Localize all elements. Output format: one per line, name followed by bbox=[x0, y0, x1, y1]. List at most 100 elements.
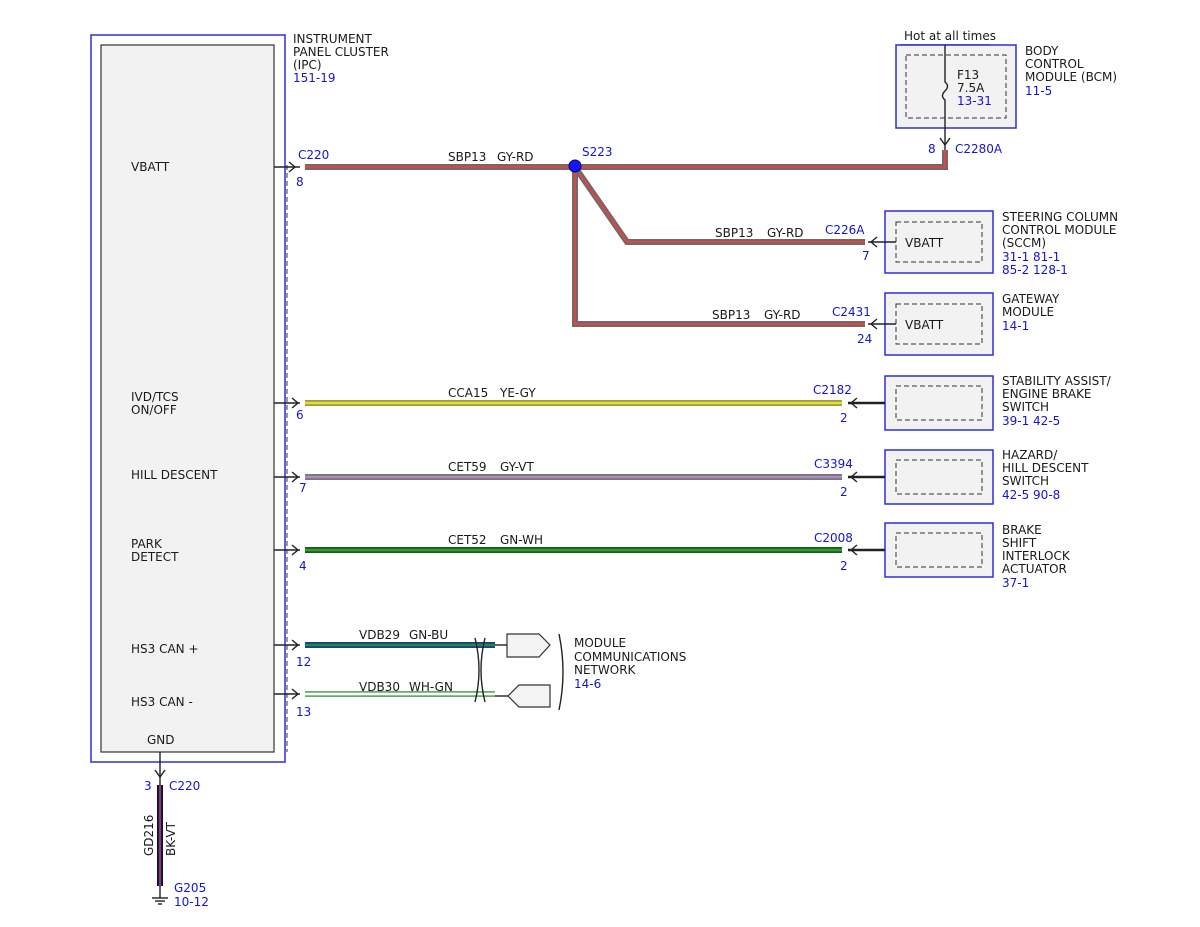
ipc-outer-box bbox=[90, 34, 286, 763]
wire-gateway-circuit: SBP13 bbox=[712, 308, 750, 322]
bcm-box bbox=[895, 44, 1017, 129]
fuse-symbol-icon bbox=[941, 45, 949, 150]
brake-title-line2: SHIFT bbox=[1002, 536, 1037, 550]
brake-interlock-actuator: C2008 2 BRAKE SHIFT INTERLOCK ACTUATOR 3… bbox=[814, 522, 1071, 590]
ipc-pin-stubs bbox=[274, 161, 300, 700]
stability-title-line2: ENGINE BRAKE bbox=[1002, 387, 1092, 401]
ipc-title-line2: PANEL CLUSTER bbox=[293, 45, 389, 59]
ipc-pin-number-hill: 7 bbox=[299, 481, 307, 495]
ground-pin-arrow-icon bbox=[154, 769, 166, 779]
fuse-rating: 7.5A bbox=[957, 81, 985, 95]
wire-canp-color: GN-BU bbox=[409, 628, 448, 642]
hazard-switch: C3394 2 HAZARD/ HILL DESCENT SWITCH 42-5… bbox=[814, 448, 1089, 505]
ipc-pin-hill-descent: HILL DESCENT bbox=[131, 468, 218, 482]
bcm-connector: C2280A bbox=[955, 142, 1003, 156]
hazard-pin-arrow-icon bbox=[849, 471, 858, 483]
ipc-module: INSTRUMENT PANEL CLUSTER (IPC) 151-19 VB… bbox=[90, 32, 389, 763]
gateway-page-ref: 14-1 bbox=[1002, 319, 1029, 333]
sccm-box bbox=[884, 210, 994, 274]
stability-title-line1: STABILITY ASSIST/ bbox=[1002, 374, 1112, 388]
network-title-line1: MODULE bbox=[574, 636, 626, 650]
gateway-pin-arrow-icon bbox=[869, 318, 878, 330]
ipc-pin-ivd-line2: ON/OFF bbox=[131, 403, 177, 417]
ipc-inner-box bbox=[100, 44, 275, 753]
can-network: MODULE COMMUNICATIONS NETWORK 14-6 bbox=[474, 633, 686, 711]
ipc-pin-number-canm: 13 bbox=[296, 705, 311, 719]
ipc-pin-gnd: GND bbox=[147, 733, 175, 747]
hazard-title-line2: HILL DESCENT bbox=[1002, 461, 1089, 475]
wire-sccm-circuit: SBP13 bbox=[715, 226, 753, 240]
sccm-title-line3: (SCCM) bbox=[1002, 236, 1046, 250]
fuse-page-ref: 13-31 bbox=[957, 94, 992, 108]
ipc-pin-hs3-can-minus: HS3 CAN - bbox=[131, 695, 193, 709]
can-plus-bubble-icon bbox=[506, 633, 551, 658]
ipc-page-ref: 151-19 bbox=[293, 71, 336, 85]
bcm-pin-number: 8 bbox=[928, 142, 936, 156]
sccm-pin-arrow-icon bbox=[869, 236, 878, 248]
sccm-title-line1: STEERING COLUMN bbox=[1002, 210, 1118, 224]
gateway-connector: C2431 bbox=[832, 305, 871, 319]
bcm-pin-arrow-icon bbox=[939, 137, 951, 147]
bcm-title-line2: CONTROL bbox=[1025, 57, 1084, 71]
hazard-box bbox=[884, 449, 994, 505]
brake-page-ref: 37-1 bbox=[1002, 576, 1029, 590]
ipc-pin-number-park: 4 bbox=[299, 559, 307, 573]
ipc-pin-number-ivd: 6 bbox=[296, 408, 304, 422]
hazard-inner-dashed bbox=[895, 459, 983, 495]
sccm-module: VBATT C226A 7 STEERING COLUMN CONTROL MO… bbox=[825, 210, 1118, 277]
ipc-title-line1: INSTRUMENT bbox=[293, 32, 372, 46]
gateway-module: VBATT C2431 24 GATEWAY MODULE 14-1 bbox=[832, 292, 1060, 356]
ipc-connector-c220: C220 bbox=[298, 148, 329, 162]
bcm-hot-at-all-times: Hot at all times bbox=[904, 29, 996, 43]
ground-wire-color: BK-VT bbox=[164, 821, 178, 856]
ground-name: G205 bbox=[174, 881, 206, 895]
ground-circuit: 3 C220 GD216 BK-VT G205 10-12 bbox=[142, 752, 209, 909]
bcm-inner-dashed bbox=[905, 54, 1007, 119]
ground-page-ref: 10-12 bbox=[174, 895, 209, 909]
ipc-pin-number-vbatt: 8 bbox=[296, 175, 304, 189]
sccm-page-ref-line1: 31-1 81-1 bbox=[1002, 250, 1060, 264]
stability-pin-arrow-icon bbox=[849, 397, 858, 409]
hazard-title-line1: HAZARD/ bbox=[1002, 448, 1058, 462]
gateway-title-line2: MODULE bbox=[1002, 305, 1054, 319]
ipc-pin-park-line2: DETECT bbox=[131, 550, 179, 564]
bcm-title-line3: MODULE (BCM) bbox=[1025, 70, 1117, 84]
brake-pin-arrow-icon bbox=[849, 544, 858, 556]
wire-park-color: GN-WH bbox=[500, 533, 543, 547]
wire-sbp13-vbatt-main bbox=[305, 150, 948, 170]
ipc-pin-park-line1: PARK bbox=[131, 537, 163, 551]
gateway-pin-number: 24 bbox=[857, 332, 872, 346]
stability-title-line3: SWITCH bbox=[1002, 400, 1049, 414]
wire-park-circuit: CET52 bbox=[448, 533, 487, 547]
wire-sbp13-sccm-core bbox=[573, 166, 865, 244]
bcm-title-line1: BODY bbox=[1025, 44, 1059, 58]
wire-sbp13-vbatt-main-core bbox=[305, 150, 947, 169]
brake-title-line4: ACTUATOR bbox=[1002, 562, 1067, 576]
ground-wire-circuit: GD216 bbox=[142, 815, 156, 856]
sccm-pin-label: VBATT bbox=[905, 236, 944, 250]
wire-harness bbox=[157, 150, 948, 886]
brake-connector: C2008 bbox=[814, 531, 853, 545]
sccm-pin-number: 7 bbox=[862, 249, 870, 263]
sccm-page-ref-line2: 85-2 128-1 bbox=[1002, 263, 1068, 277]
wire-canm-color: WH-GN bbox=[409, 680, 453, 694]
network-page-ref: 14-6 bbox=[574, 677, 601, 691]
wire-ivd-circuit: CCA15 bbox=[448, 386, 488, 400]
splice-s223-icon bbox=[568, 159, 582, 173]
ground-connector: C220 bbox=[169, 779, 200, 793]
ipc-pin-ivd-line1: IVD/TCS bbox=[131, 390, 179, 404]
brake-title-line1: BRAKE bbox=[1002, 523, 1042, 537]
hazard-connector: C3394 bbox=[814, 457, 853, 471]
wire-sbp13-gateway bbox=[572, 167, 865, 327]
splice-name: S223 bbox=[582, 145, 613, 159]
stability-box bbox=[884, 375, 994, 431]
bcm-module: Hot at all times F13 7.5A 13-31 BODY CON… bbox=[895, 29, 1117, 156]
network-title-line3: NETWORK bbox=[574, 663, 637, 677]
network-title-line2: COMMUNICATIONS bbox=[574, 650, 686, 664]
wire-sbp13-gateway-core bbox=[573, 167, 865, 326]
gateway-title-line1: GATEWAY bbox=[1002, 292, 1060, 306]
sccm-title-line2: CONTROL MODULE bbox=[1002, 223, 1117, 237]
fuse-name: F13 bbox=[957, 68, 979, 82]
gateway-pin-label: VBATT bbox=[905, 318, 944, 332]
can-minus-bubble-icon bbox=[507, 684, 551, 708]
